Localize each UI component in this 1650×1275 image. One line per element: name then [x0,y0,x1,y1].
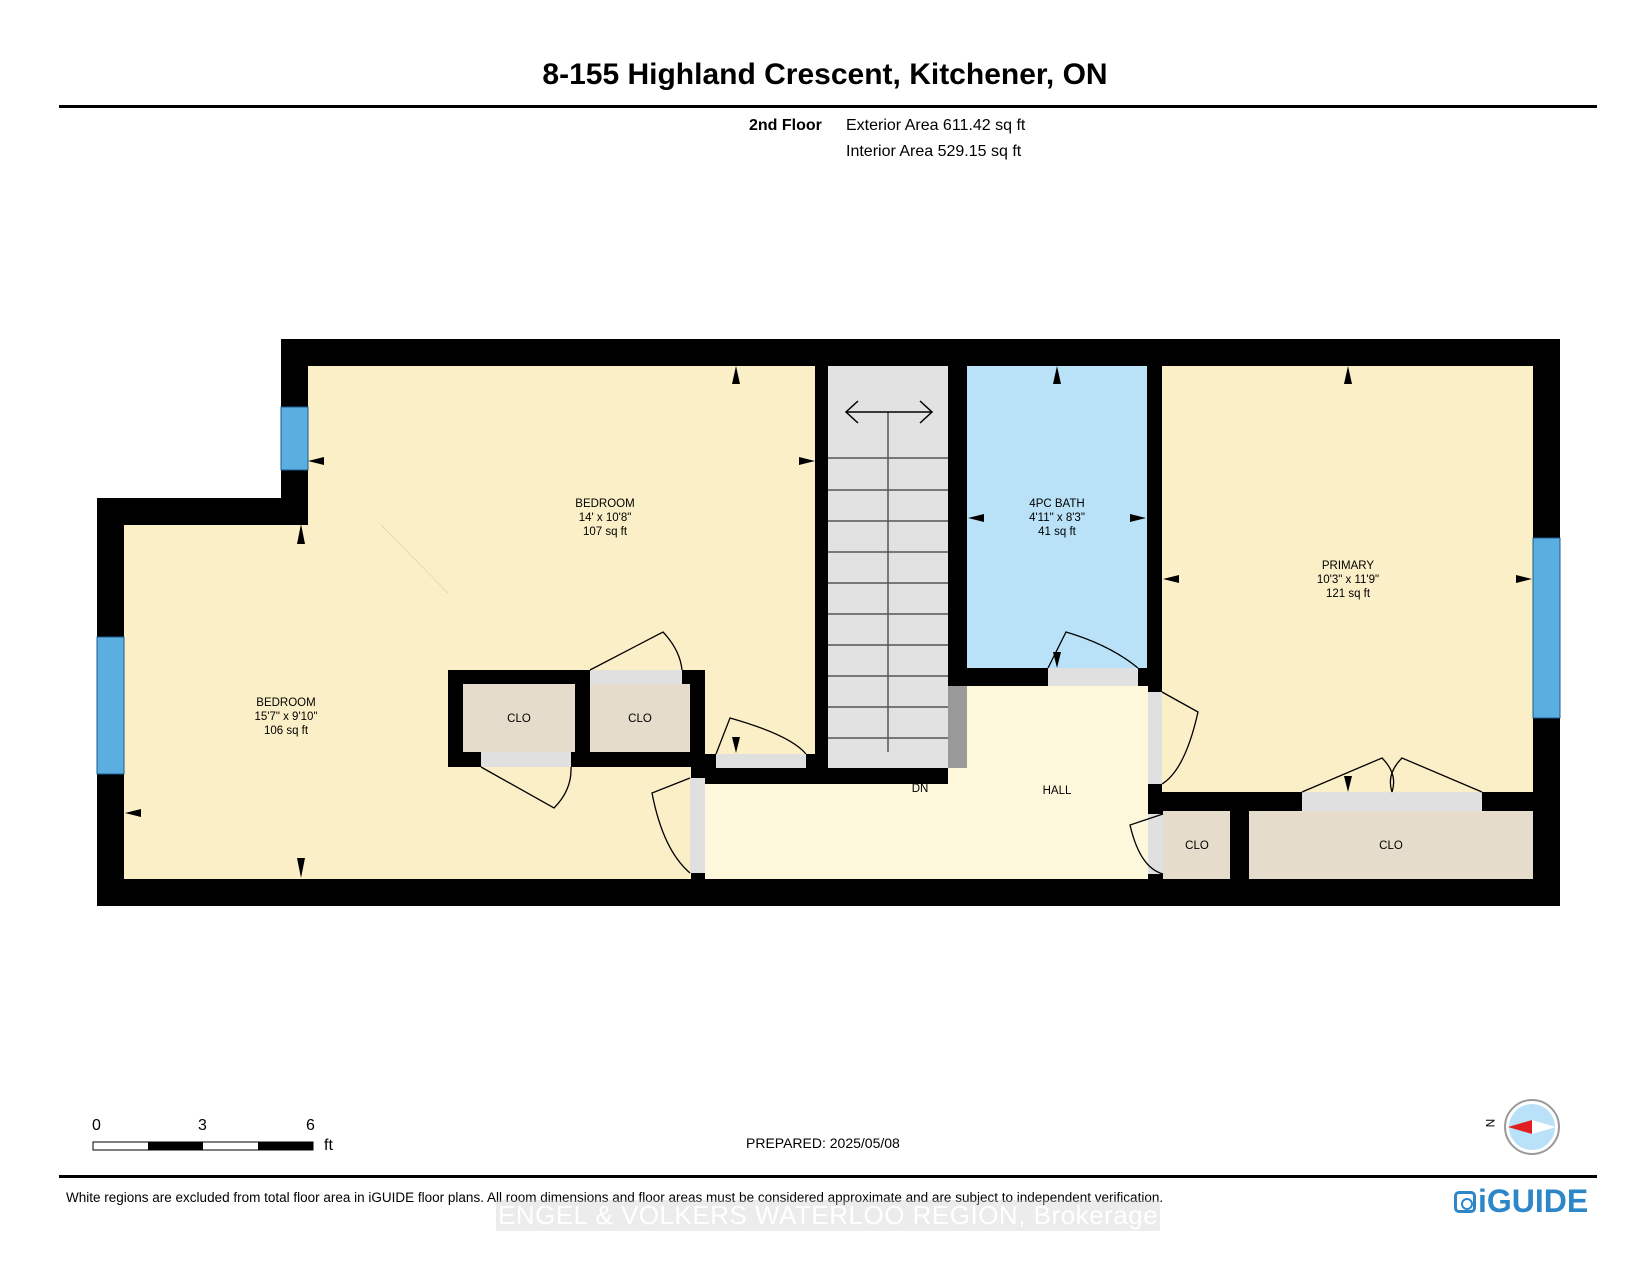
windows [96,406,1561,775]
room-name: PRIMARY [1322,560,1375,572]
room-name: BEDROOM [575,498,634,510]
disclaimer-text: White regions are excluded from total fl… [66,1190,1164,1205]
label-hall: HALL [1043,785,1072,797]
compass-icon [1504,1099,1560,1155]
closet-4 [1249,811,1533,879]
iguide-logo-text: iGUIDE [1478,1183,1589,1219]
room-area: 41 sq ft [1038,526,1077,538]
label-closet: CLO [1185,840,1209,852]
room-bath [967,366,1147,668]
room-name: 4PC BATH [1029,498,1084,510]
floor-name: 2nd Floor [749,117,822,134]
door-openings [481,668,1482,874]
closet-3 [1163,811,1230,879]
dimension-markers [125,366,1532,878]
room-primary [1162,366,1533,792]
label-closet: CLO [1379,840,1403,852]
closet-1 [463,684,575,752]
scale-tick-0: 0 [92,1117,101,1134]
brokerage-watermark: ENGEL & VOLKERS WATERLOO REGION, Brokera… [496,1200,1161,1231]
label-bedroom-mid: BEDROOM 14' x 10'8" 107 sq ft [575,498,634,538]
room-area: 107 sq ft [583,526,628,538]
scale-bar [92,1141,314,1151]
room-dims: 15'7" x 9'10" [254,711,317,723]
label-stairs-down: DN [912,783,929,795]
prepared-date: PREPARED: 2025/05/08 [746,1135,900,1151]
room-dims: 14' x 10'8" [579,512,632,524]
room-dims: 10'3" x 11'9" [1317,574,1379,586]
compass-north-label: N [1483,1118,1498,1128]
room-area: 106 sq ft [264,725,309,737]
room-bedroom-mid [308,366,815,754]
label-bath: 4PC BATH 4'11" x 8'3" 41 sq ft [1029,498,1085,538]
scale-tick-3: 3 [198,1117,207,1134]
label-closet: CLO [628,713,652,725]
scale-unit: ft [324,1137,333,1154]
title-divider [59,105,1597,108]
exterior-area: Exterior Area 611.42 sq ft [846,117,1026,134]
room-dims: 4'11" x 8'3" [1029,512,1085,524]
room-area: 121 sq ft [1326,588,1371,600]
stair-rail [948,686,967,768]
iguide-logo-icon [1454,1190,1476,1213]
room-bedroom-left [124,525,691,879]
iguide-logo: iGUIDE [1454,1183,1588,1220]
door-swings [480,631,1483,875]
stair-direction-arrow [844,400,934,424]
footer-divider [59,1175,1597,1178]
page-title: 8-155 Highland Crescent, Kitchener, ON [542,58,1108,91]
label-bedroom-left: BEDROOM 15'7" x 9'10" 106 sq ft [254,697,317,737]
label-primary: PRIMARY 10'3" x 11'9" 121 sq ft [1317,560,1379,600]
room-name: BEDROOM [256,697,315,709]
closet-2 [590,684,690,752]
label-closet: CLO [507,713,531,725]
room-hall [705,686,1148,879]
scale-tick-6: 6 [306,1117,315,1134]
interior-area: Interior Area 529.15 sq ft [846,143,1022,160]
stair-treads [828,412,948,752]
